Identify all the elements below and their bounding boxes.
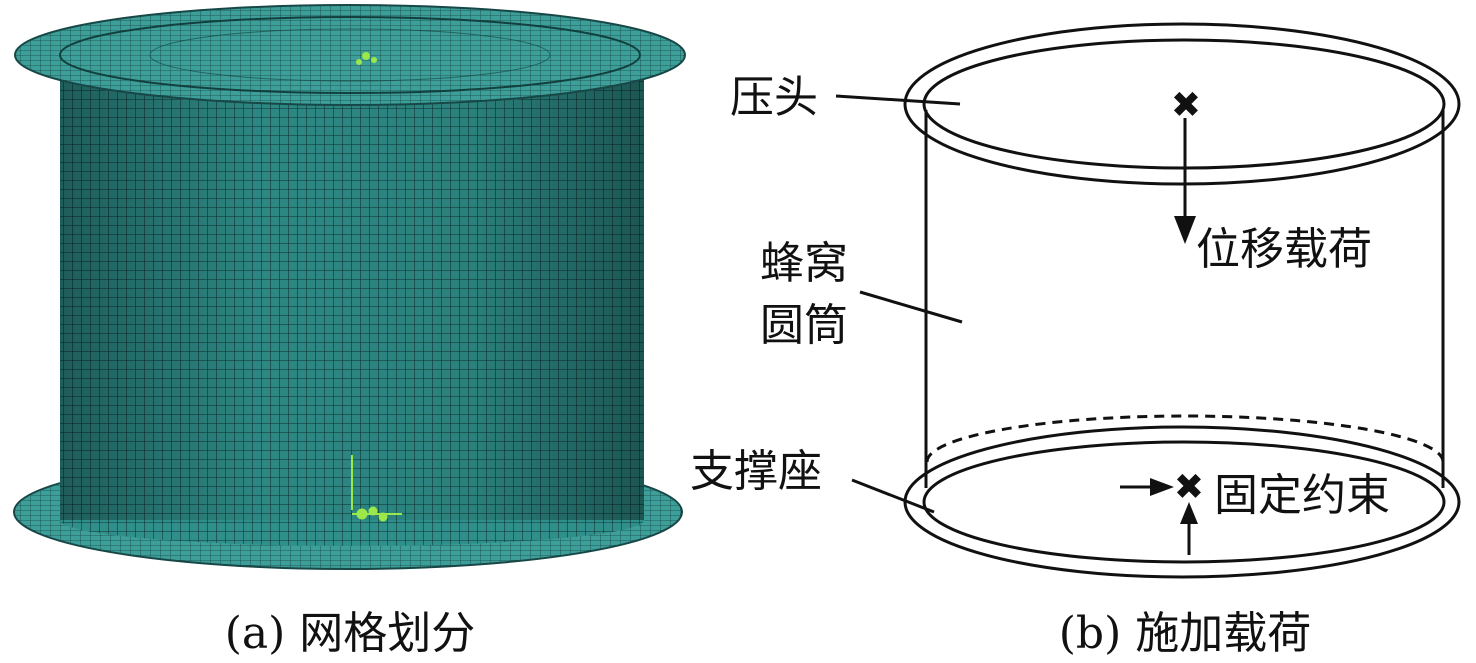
label-honeycomb-line1: 蜂窝	[760, 238, 848, 289]
fixed-point-cross: ✖	[1174, 467, 1204, 508]
top-flange	[14, 4, 686, 106]
label-displacement-load: 位移载荷	[1196, 224, 1372, 275]
caption-b: (b) 施加载荷	[1059, 608, 1311, 659]
indenter-outer-ellipse	[903, 22, 1461, 186]
constraint-arrow-horizontal-head	[1150, 478, 1174, 496]
displacement-arrow-head	[1174, 216, 1196, 244]
fixed-constraint-marker: ✖	[1120, 467, 1204, 555]
label-indenter: 压头	[730, 72, 818, 123]
label-support: 支撑座	[690, 446, 822, 497]
leader-indenter	[835, 94, 961, 106]
label-honeycomb-line2: 圆筒	[760, 300, 848, 351]
support-hidden-edge	[925, 414, 1445, 463]
reference-point-bottom	[351, 455, 402, 522]
leader-support	[851, 478, 935, 514]
label-fixed-constraint: 固定约束	[1214, 470, 1390, 521]
caption-a: (a) 网格划分	[225, 608, 476, 659]
reference-point-top	[356, 52, 377, 65]
support-inner-ellipse	[922, 440, 1446, 564]
mesh-model	[13, 4, 686, 570]
leader-honeycomb	[859, 290, 963, 324]
constraint-arrow-vertical-head	[1180, 502, 1198, 524]
displacement-load-marker: ✖	[1171, 85, 1201, 244]
